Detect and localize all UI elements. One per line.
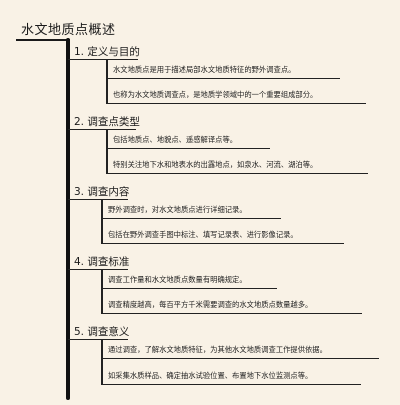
- root-title: 水文地质点概述: [21, 23, 116, 38]
- category-3-line: [68, 199, 128, 200]
- category-3-label: 3. 调查内容: [74, 186, 130, 198]
- category-4-item-1: 调查工作量和水文地质点数量有明确规定。: [108, 275, 247, 284]
- category-5-line: [68, 339, 128, 340]
- category-3-connector: [101, 199, 103, 244]
- category-2-connector: [106, 129, 108, 174]
- category-5-connector: [101, 339, 103, 385]
- category-3-item-2-line: [101, 243, 344, 244]
- category-3-item-1-line: [101, 218, 281, 219]
- category-3-item-2: 包括在野外调查手图中标注、填写记录表、进行影像记录。: [108, 230, 298, 239]
- category-1-item-1-line: [106, 78, 340, 79]
- category-1-line: [68, 59, 138, 60]
- category-4-label: 4. 调查标准: [74, 256, 130, 268]
- category-2-item-1: 包括地质点、地貌点、遥感解译点等。: [113, 135, 238, 144]
- category-1-label: 1. 定义与目的: [74, 46, 140, 58]
- category-1-item-2-line: [106, 103, 366, 104]
- category-2-item-2-line: [106, 173, 368, 174]
- category-4-item-2: 调查精度越高，每百平方千米需要调查的水文地质点数量越多。: [108, 300, 313, 309]
- category-1-item-2: 也称为水文地质调查点，是地质学领域中的一个重要组成部分。: [113, 90, 318, 99]
- category-4-item-2-line: [101, 313, 362, 314]
- root-underline: [16, 39, 70, 41]
- category-2-line: [68, 129, 136, 130]
- category-4-connector: [101, 269, 103, 314]
- category-5-label: 5. 调查意义: [74, 326, 130, 338]
- main-spine: [66, 38, 70, 400]
- category-3-item-1: 野外调查时，对水文地质点进行详细记录。: [108, 205, 247, 214]
- category-5-item-2: 如采集水质样品、确定抽水试验位置、布置地下水位监测点等。: [108, 371, 313, 380]
- category-5-item-1-line: [101, 358, 379, 359]
- category-1-item-1: 水文地质点是用于描述局部水文地质特征的野外调查点。: [113, 65, 296, 74]
- category-1-connector: [106, 59, 108, 104]
- category-4-item-1-line: [101, 288, 277, 289]
- category-2-item-2: 特别关注地下水和地表水的出露地点，如泉水、河流、湖泊等。: [113, 160, 318, 169]
- category-4-line: [68, 269, 128, 270]
- category-5-item-1: 通过调查，了解水文地质特征，为其他水文地质调查工作提供依据。: [108, 345, 327, 354]
- category-2-item-1-line: [106, 148, 270, 149]
- category-2-label: 2. 调查点类型: [74, 116, 140, 128]
- category-5-item-2-line: [101, 384, 361, 385]
